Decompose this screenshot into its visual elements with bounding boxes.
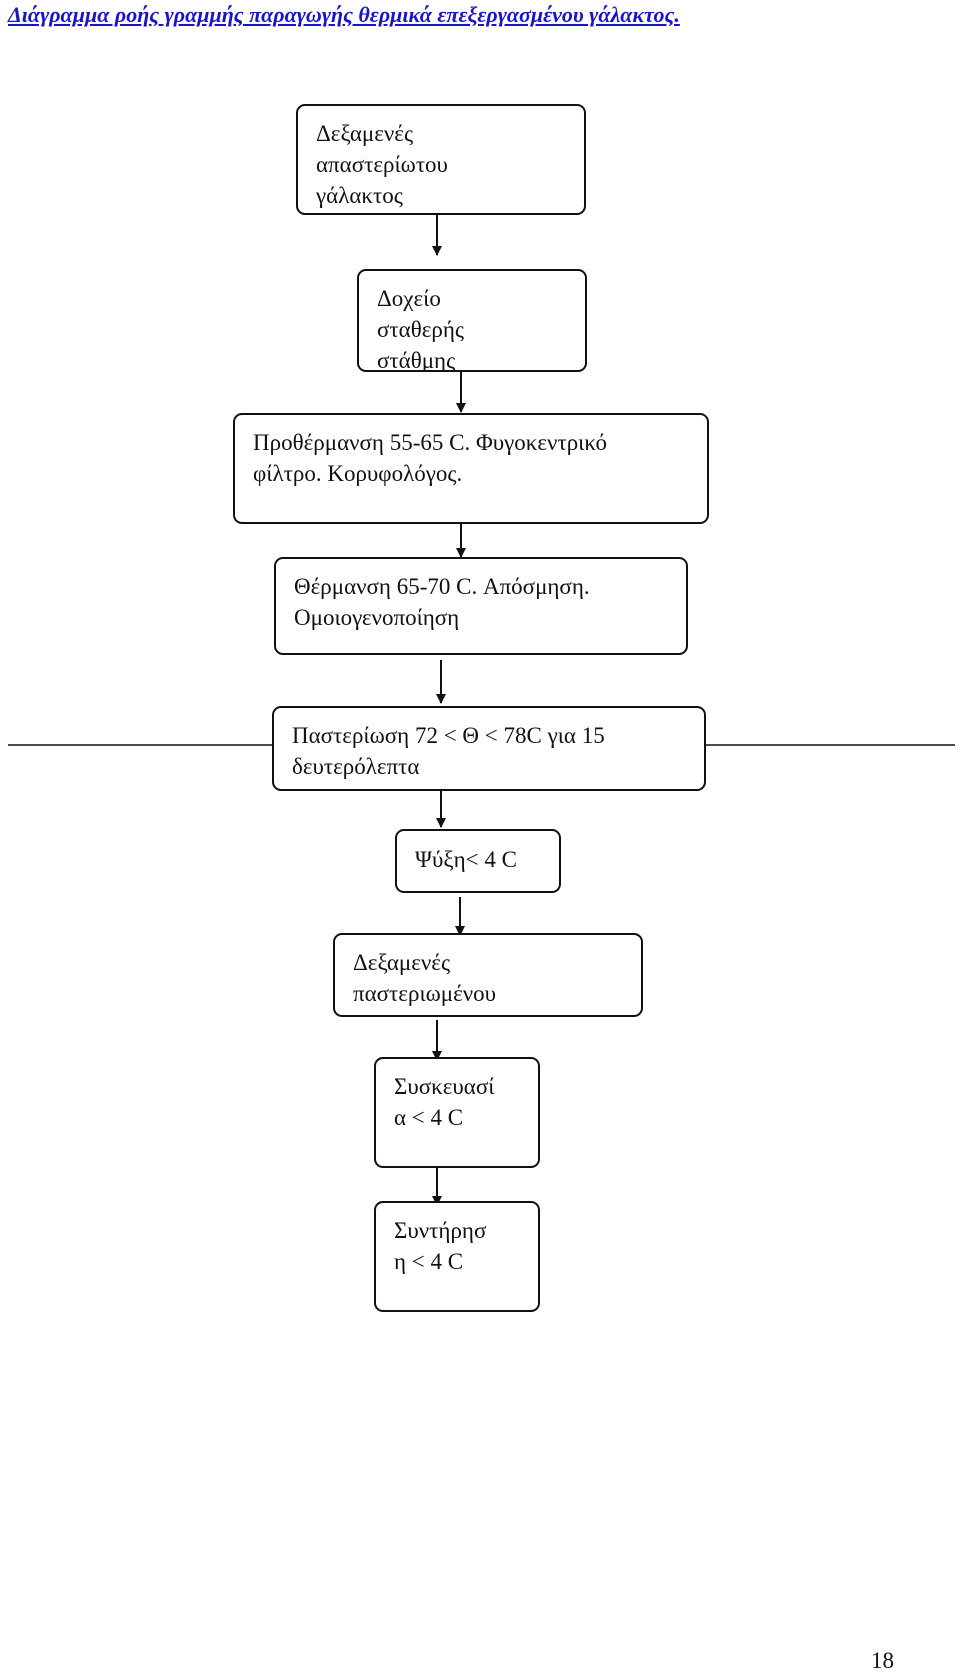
page-number: 18 (871, 1648, 894, 1673)
step-cooling: Ψύξη< 4 C (395, 829, 561, 893)
step-pasteurized-tanks: Δεξαμενές παστεριωμένου (333, 933, 643, 1017)
step-heating-homogenization: Θέρμανση 65-70 C. Απόσμηση. Ομοιογενοποί… (274, 557, 688, 655)
step-raw-milk-tanks: Δεξαμενές απαστερίωτου γάλακτος (296, 104, 586, 215)
page-title: Διάγραμμα ροής γραμμής παραγωγής θερμικά… (8, 2, 680, 27)
step-packaging: Συσκευασί α < 4 C (374, 1057, 540, 1168)
step-preheating: Προθέρμανση 55-65 C. Φυγοκεντρικό φίλτρο… (233, 413, 709, 524)
step-constant-level-tank: Δοχείο σταθερής στάθμης (357, 269, 587, 372)
step-storage: Συντήρησ η < 4 C (374, 1201, 540, 1312)
step-pasteurization: Παστερίωση 72 < Θ < 78C για 15 δευτερόλε… (272, 706, 706, 791)
